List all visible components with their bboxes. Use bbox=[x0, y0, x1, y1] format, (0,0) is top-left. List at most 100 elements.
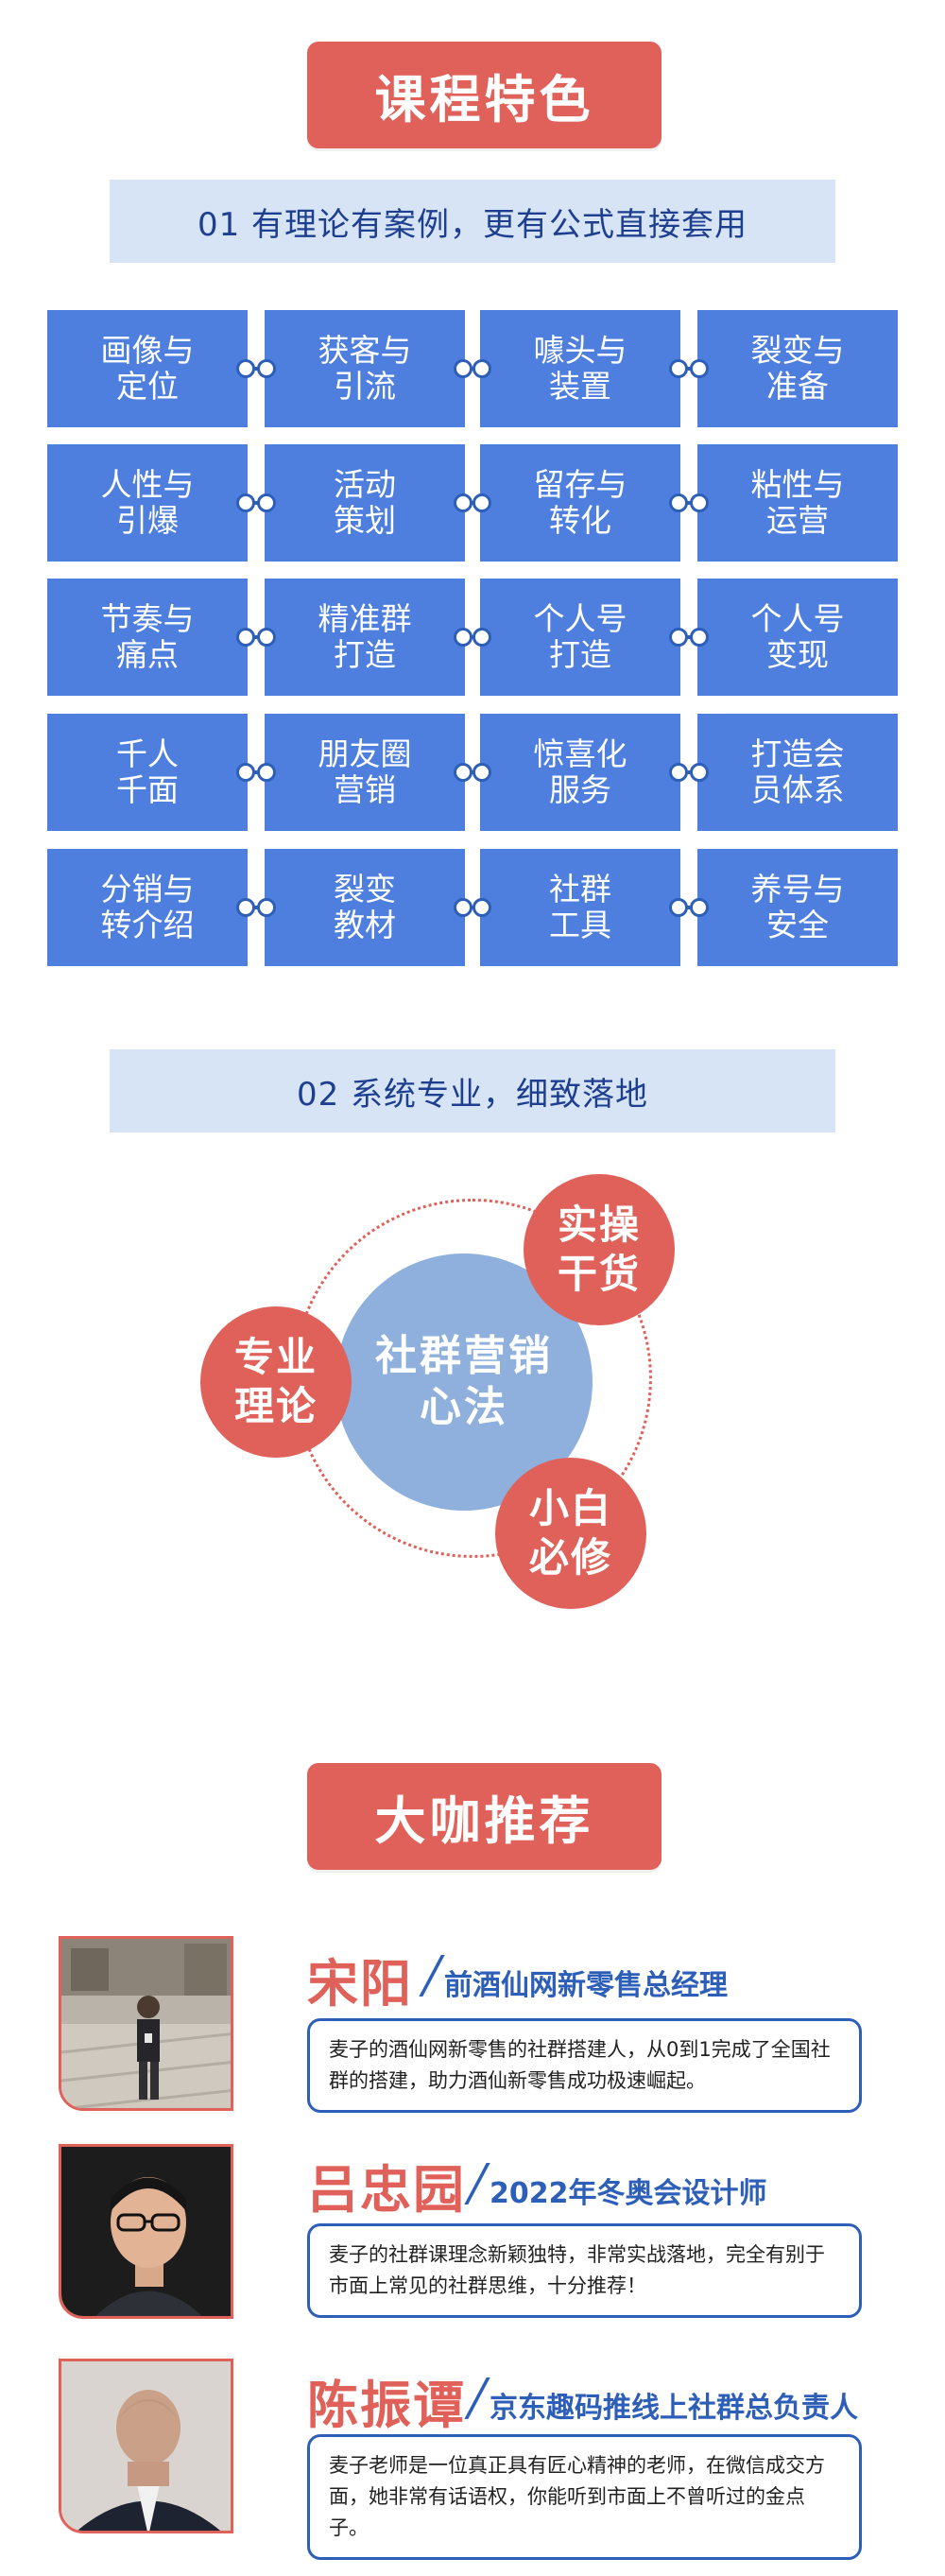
diagram-circle-practice-label: 实操干货 bbox=[557, 1202, 641, 1297]
topic-cell: 打造会 员体系 bbox=[697, 714, 898, 831]
grid-connector-dot bbox=[472, 898, 491, 917]
topic-cell-label: 个人号 打造 bbox=[533, 600, 627, 673]
expert-name-3: 陈振谭 bbox=[307, 2376, 466, 2435]
grid-connector-dot bbox=[236, 493, 255, 512]
topic-cell: 个人号 变现 bbox=[697, 579, 898, 696]
topic-cell-label: 裂变与 准备 bbox=[750, 332, 845, 405]
grid-connector-dot bbox=[669, 898, 688, 917]
topic-cell: 朋友圈 营销 bbox=[265, 714, 465, 831]
expert-name-2: 吕忠园 bbox=[307, 2160, 466, 2220]
topic-cell-label: 节奏与 痛点 bbox=[100, 600, 195, 673]
topic-cell-label: 养号与 安全 bbox=[750, 871, 845, 943]
topic-cell: 留存与 转化 bbox=[480, 444, 680, 562]
grid-connector-dot bbox=[669, 628, 688, 647]
grid-connector-dot bbox=[690, 493, 709, 512]
topic-cell-label: 打造会 员体系 bbox=[750, 735, 845, 808]
topic-cell-label: 惊喜化 服务 bbox=[533, 735, 627, 808]
diagram-circle-theory: 专业理论 bbox=[200, 1306, 352, 1458]
topic-cell: 社群 工具 bbox=[480, 849, 680, 966]
name-divider-1 bbox=[419, 1955, 445, 1997]
grid-connector-dot bbox=[454, 493, 472, 512]
topic-cell-label: 留存与 转化 bbox=[533, 466, 627, 539]
person-photo-icon bbox=[61, 2147, 231, 2316]
name-divider-2 bbox=[464, 2163, 490, 2204]
topic-grid: 画像与 定位 获客与 引流 噱头与 装置 裂变与 准备人性与 引爆 活动 策划 留存与 转… bbox=[47, 310, 898, 972]
grid-connector-dot bbox=[669, 493, 688, 512]
grid-connector-dot bbox=[669, 359, 688, 378]
topic-cell: 画像与 定位 bbox=[47, 310, 248, 427]
grid-connector-dot bbox=[690, 763, 709, 782]
topic-cell-label: 朋友圈 营销 bbox=[318, 735, 412, 808]
topic-cell: 精准群 打造 bbox=[265, 579, 465, 696]
expert-name-1: 宋阳 bbox=[307, 1954, 413, 2014]
recommend-banner: 大咖推荐 bbox=[307, 1763, 662, 1870]
grid-connector-dot bbox=[257, 493, 276, 512]
expert-quote-1: 麦子的酒仙网新零售的社群搭建人，从0到1完成了全国社群的搭建，助力酒仙新零售成功… bbox=[307, 2018, 862, 2113]
topic-cell-label: 活动 策划 bbox=[334, 466, 396, 539]
topic-cell: 分销与 转介绍 bbox=[47, 849, 248, 966]
expert-photo-3 bbox=[59, 2359, 233, 2533]
expert-quote-3: 麦子老师是一位真正具有匠心精神的老师，在微信成交方面，她非常有话语权，你能听到市… bbox=[307, 2434, 862, 2560]
expert-title-3: 京东趣码推线上社群总负责人 bbox=[490, 2392, 858, 2425]
grid-connector-dot bbox=[690, 628, 709, 647]
grid-connector-dot bbox=[454, 898, 472, 917]
grid-connector-dot bbox=[236, 763, 255, 782]
topic-cell: 人性与 引爆 bbox=[47, 444, 248, 562]
expert-quote-2: 麦子的社群课理念新颖独特，非常实战落地，完全有别于市面上常见的社群思维，十分推荐… bbox=[307, 2223, 862, 2318]
grid-connector-dot bbox=[472, 628, 491, 647]
grid-connector-dot bbox=[236, 898, 255, 917]
grid-connector-dot bbox=[454, 628, 472, 647]
grid-connector-dot bbox=[257, 628, 276, 647]
grid-connector-dot bbox=[472, 359, 491, 378]
grid-connector-dot bbox=[690, 359, 709, 378]
topic-cell-label: 裂变 教材 bbox=[334, 871, 396, 943]
topic-cell-label: 千人 千面 bbox=[116, 735, 179, 808]
person-photo-icon bbox=[61, 1939, 231, 2108]
topic-cell: 噱头与 装置 bbox=[480, 310, 680, 427]
grid-connector-dot bbox=[472, 763, 491, 782]
grid-connector-dot bbox=[690, 898, 709, 917]
features-banner: 课程特色 bbox=[307, 42, 662, 148]
diagram-circle-beginner-label: 小白必修 bbox=[528, 1485, 612, 1581]
topic-cell-label: 精准群 打造 bbox=[318, 600, 412, 673]
grid-connector-dot bbox=[454, 359, 472, 378]
topic-cell-label: 噱头与 装置 bbox=[533, 332, 627, 405]
topic-cell: 裂变与 准备 bbox=[697, 310, 898, 427]
topic-cell-label: 粘性与 运营 bbox=[750, 466, 845, 539]
grid-connector-dot bbox=[257, 359, 276, 378]
topic-cell: 节奏与 痛点 bbox=[47, 579, 248, 696]
topic-cell: 获客与 引流 bbox=[265, 310, 465, 427]
topic-cell-label: 个人号 变现 bbox=[750, 600, 845, 673]
expert-title-1: 前酒仙网新零售总经理 bbox=[444, 1969, 728, 2002]
name-divider-3 bbox=[464, 2377, 490, 2419]
topic-cell-label: 获客与 引流 bbox=[318, 332, 412, 405]
expert-title-2: 2022年冬奥会设计师 bbox=[490, 2177, 767, 2210]
topic-cell: 养号与 安全 bbox=[697, 849, 898, 966]
diagram-circle-practice: 实操干货 bbox=[524, 1174, 675, 1325]
diagram-circle-beginner: 小白必修 bbox=[495, 1458, 646, 1609]
topic-cell: 裂变 教材 bbox=[265, 849, 465, 966]
person-photo-icon bbox=[61, 2361, 231, 2531]
topic-cell-label: 社群 工具 bbox=[549, 871, 611, 943]
grid-connector-dot bbox=[472, 493, 491, 512]
features-subheader-1: 01 有理论有案例，更有公式直接套用 bbox=[110, 180, 835, 263]
expert-photo-2 bbox=[59, 2144, 233, 2319]
topic-cell: 惊喜化 服务 bbox=[480, 714, 680, 831]
topic-cell: 个人号 打造 bbox=[480, 579, 680, 696]
grid-connector-dot bbox=[257, 763, 276, 782]
topic-cell: 千人 千面 bbox=[47, 714, 248, 831]
features-subheader-2: 02 系统专业，细致落地 bbox=[110, 1049, 835, 1132]
topic-cell-label: 分销与 转介绍 bbox=[100, 871, 195, 943]
grid-connector-dot bbox=[236, 359, 255, 378]
topic-cell: 活动 策划 bbox=[265, 444, 465, 562]
grid-connector-dot bbox=[669, 763, 688, 782]
grid-connector-dot bbox=[257, 898, 276, 917]
diagram-circle-theory-label: 专业理论 bbox=[233, 1334, 318, 1429]
grid-connector-dot bbox=[454, 763, 472, 782]
topic-cell-label: 画像与 定位 bbox=[100, 332, 195, 405]
topic-cell: 粘性与 运营 bbox=[697, 444, 898, 562]
expert-photo-1 bbox=[59, 1936, 233, 2111]
grid-connector-dot bbox=[236, 628, 255, 647]
diagram-center-label: 社群营销心法 bbox=[375, 1332, 553, 1431]
topic-cell-label: 人性与 引爆 bbox=[100, 466, 195, 539]
